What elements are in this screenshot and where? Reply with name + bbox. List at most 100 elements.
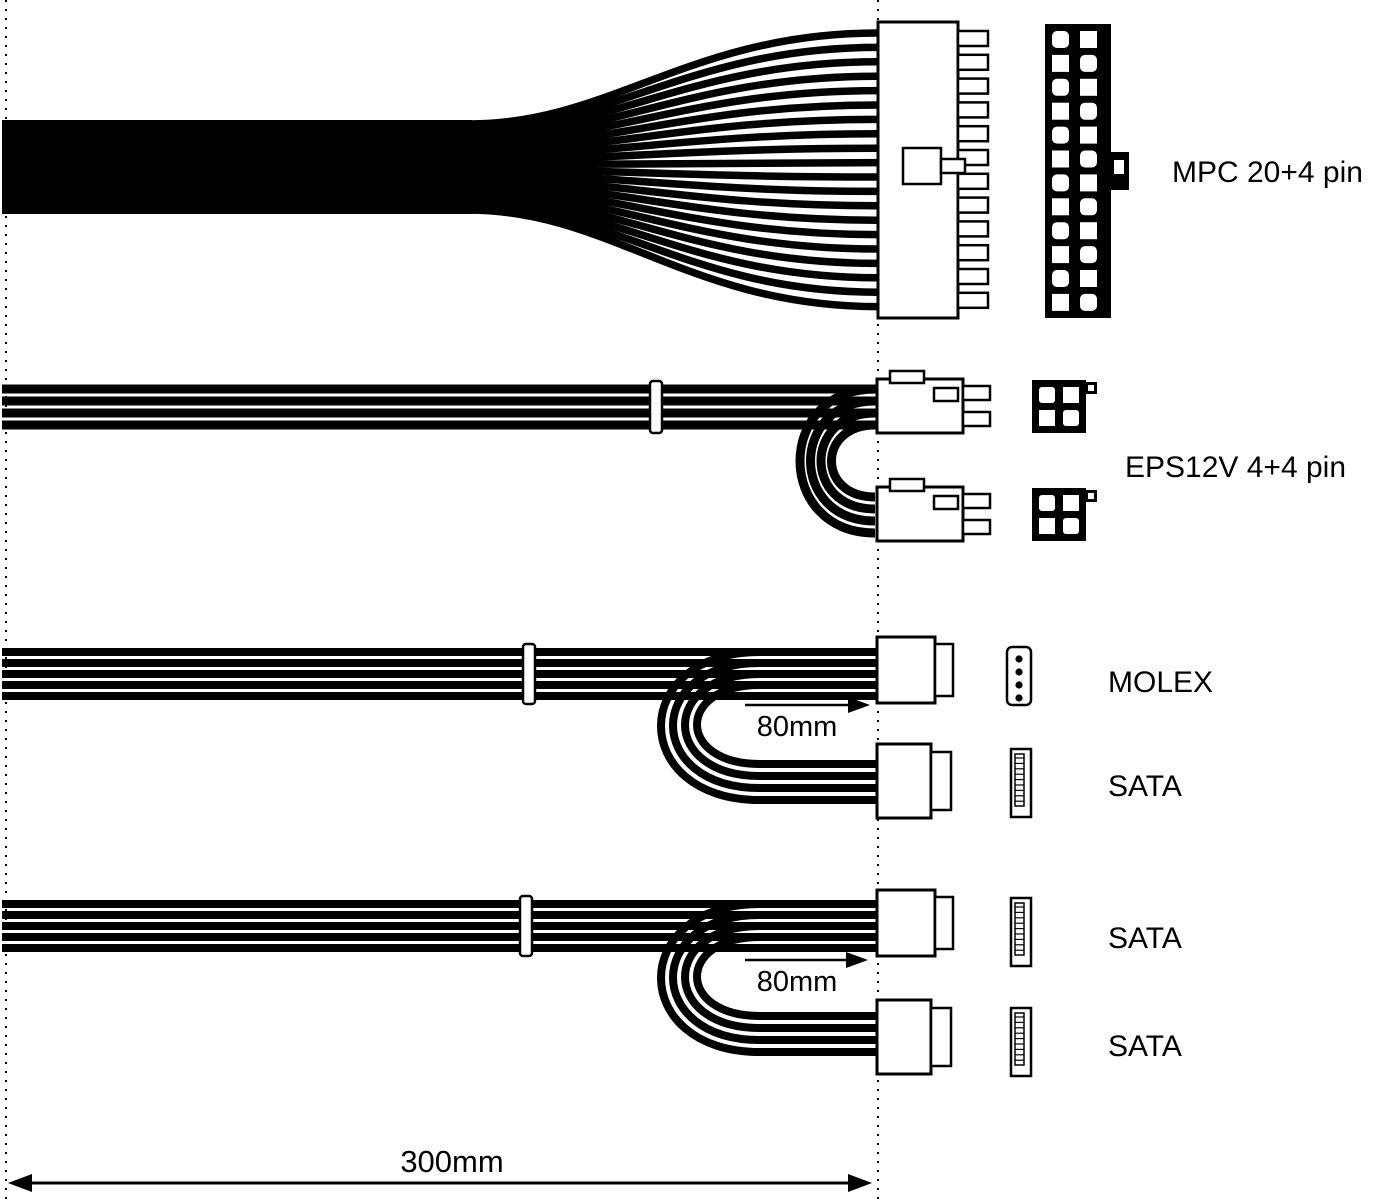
pin-hole [1080,270,1097,287]
eps-socket-upper-icon [1032,380,1097,433]
loop-wire [693,933,877,1020]
pin-hole [1080,198,1097,216]
fan-wire [469,58,879,137]
pin-hole [1052,126,1069,144]
plug-pin [956,77,990,95]
eps-plug-upper [875,369,992,435]
dim-80mm-label: 80mm [757,966,838,998]
sata-icon [1009,1006,1033,1078]
fan-wire [469,115,879,155]
sata-icon [1009,896,1033,968]
pin-hole [1080,102,1097,120]
pin-hole [1052,150,1069,168]
plug-body [875,998,933,1076]
plug-pin [956,243,990,262]
socket-clip-notch [1114,160,1124,174]
pin-hole [1052,270,1069,287]
molex-pin-hole [1015,694,1023,702]
plug-latch-stem [939,157,967,175]
eps-socket-lower-icon [1032,488,1097,541]
fan-wire [469,101,879,151]
eps-cable-assembly: EPS12V 4+4 pin [2,369,1346,543]
plug-cap [933,642,955,698]
mpc-socket-front-view-icon [1045,24,1129,318]
pin-hole [1080,150,1097,168]
pin-hole [1080,222,1097,240]
loop-wire [681,922,877,1032]
plug-latch [901,146,943,186]
fan-wire [469,197,879,282]
fan-wire [469,201,879,296]
plug-pin [956,220,990,238]
cable-tie [518,894,534,958]
molex-icon-holes [1015,655,1023,702]
label-molex: MOLEX [1108,666,1213,699]
fan-wire [469,43,879,133]
fan-wire [469,29,879,128]
fan-wire [469,72,879,142]
fan-wire [469,179,879,224]
dim-arrowhead-left-icon [8,1174,32,1192]
plug-latch [888,369,926,385]
loop-wire [669,659,877,792]
dim-80mm-label: 80mm [757,711,838,743]
fan-wires [469,29,879,311]
socket-body [1045,24,1111,318]
molex-sata-cable-assembly: 80mm MOLEX SATA [2,635,1213,820]
pin-hole [1063,495,1079,511]
fan-wire [469,206,879,311]
label-eps: EPS12V 4+4 pin [1125,451,1346,484]
pin-hole [1063,387,1079,403]
loop-wire [657,900,877,1056]
loop-wires [657,900,877,1056]
fan-wire [469,192,879,268]
fan-wire [469,174,879,210]
dim-arrowhead-icon [848,697,870,713]
molex-pin-hole [1015,655,1023,663]
fan-wire [469,144,879,164]
fan-wire [469,130,879,160]
socket-pin-holes [1052,31,1097,311]
loop-wire [657,648,877,804]
plug-pin [956,196,990,214]
plug-pin [956,101,990,119]
plug-body [875,635,937,705]
pin-hole [1039,495,1055,511]
pin-hole [1052,31,1069,48]
pin-hole [1052,54,1069,72]
plug-cap [929,1006,953,1068]
molex-pin-hole [1015,681,1023,689]
plug-pin [961,410,992,428]
pin-hole [1039,410,1055,426]
pin-hole [1080,54,1097,72]
mpc-cable-assembly: MPC 20+4 pin [2,20,1363,320]
pin-hole [1039,387,1055,403]
loop-wire [669,911,877,1044]
dim-300mm-label: 300mm [400,1144,503,1179]
plug-body [875,742,933,820]
molex-pin-hole [1015,668,1023,676]
label-sata-3: SATA [1108,1030,1182,1063]
loop-wire [827,420,876,502]
plug-pin [961,518,992,536]
plug-pin [956,172,990,191]
pin-hole [1052,78,1069,96]
pin-hole [1063,518,1079,534]
plug-detail [932,494,960,511]
plug-pin [956,291,990,310]
eps-ribbon-wires [2,384,877,430]
cable-bundle-sleeve [2,120,472,214]
loop-wire [681,670,877,780]
loop-wire [816,408,876,514]
label-mpc: MPC 20+4 pin [1172,156,1363,189]
fan-wire [469,188,879,253]
pin-hole [1080,246,1097,264]
sata-sata-cable-assembly: 80mm SATA SATA [2,888,1182,1078]
pin-hole [1080,31,1097,48]
fan-wire [469,86,879,146]
plug-pin [961,384,992,402]
pin-hole [1039,518,1055,534]
eps-loop-wires [795,384,876,538]
